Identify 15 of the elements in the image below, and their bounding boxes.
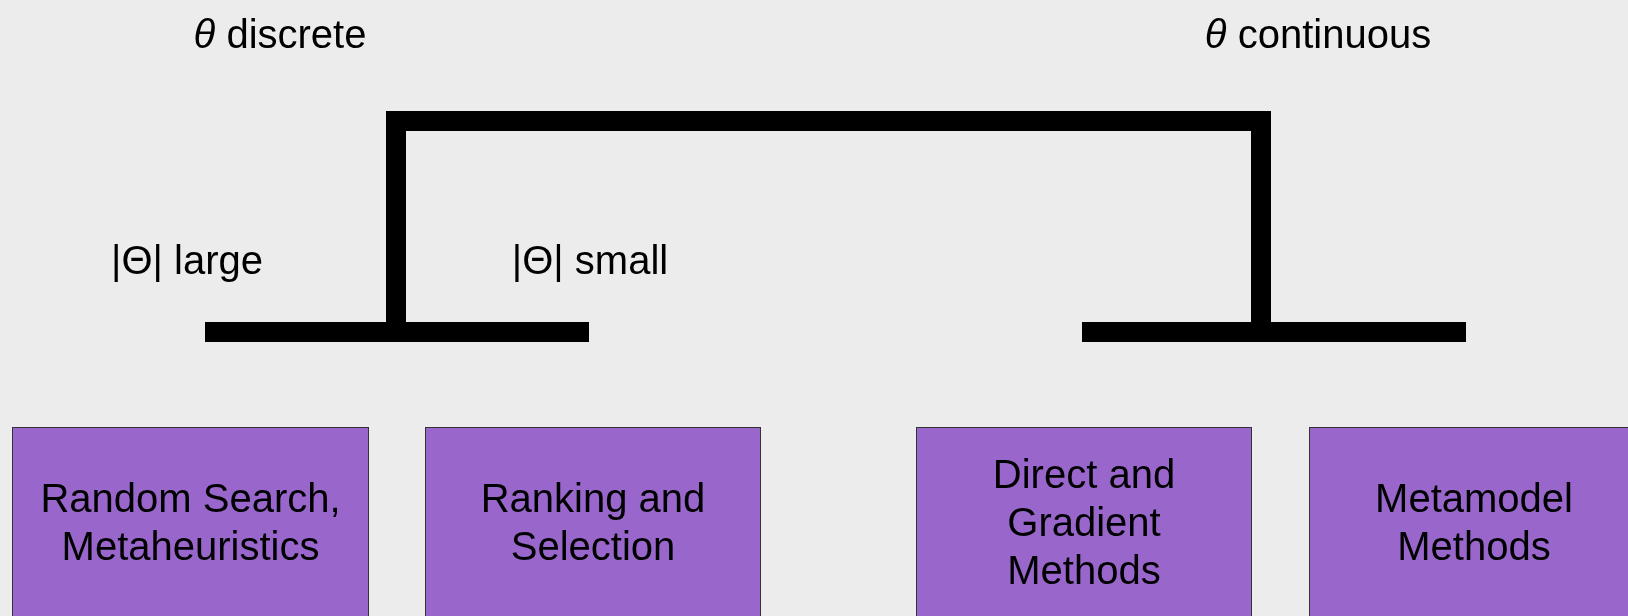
method-name: Metamodel Methods	[1374, 475, 1574, 570]
branch-bar	[205, 322, 589, 342]
method-box	[1309, 427, 1628, 616]
method-box	[425, 427, 761, 616]
method-box	[12, 427, 369, 616]
branch-label: θ continuous	[1204, 11, 1432, 57]
branch-bar	[1082, 322, 1466, 342]
method-box	[916, 427, 1252, 616]
method-name: Direct and Gradient Methods	[991, 451, 1177, 594]
method-name: Random Search, Metaheuristics	[39, 475, 342, 570]
branch-label: θ discrete	[193, 11, 367, 57]
branch-label: |Θ| large	[111, 237, 263, 283]
branch-connector	[386, 111, 1271, 322]
method-name: Ranking and Selection	[479, 475, 707, 570]
branch-label: |Θ| small	[511, 237, 669, 283]
